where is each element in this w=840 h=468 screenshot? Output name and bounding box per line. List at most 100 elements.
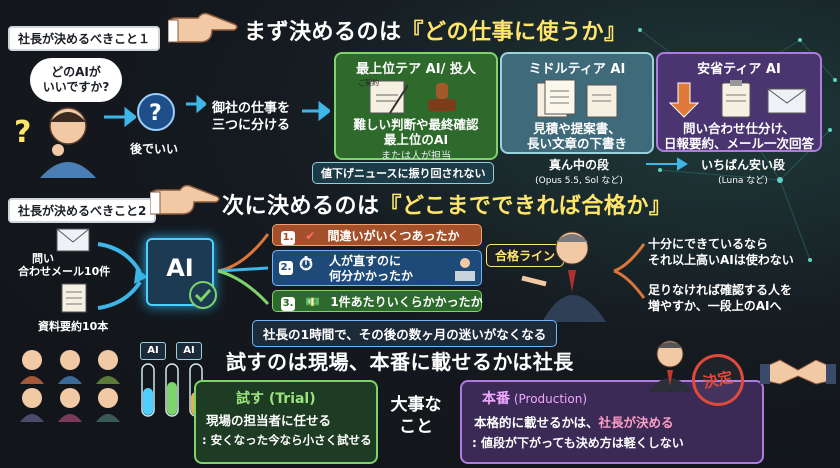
- bubble-line2: いいですか?: [42, 80, 110, 94]
- team-people-icon: [20, 350, 120, 422]
- production-line2: : 値段が下がっても決め方は軽くしない: [472, 436, 684, 450]
- section1-heading-highlight: 『どの仕事に使うか』: [401, 20, 627, 45]
- arrow-right-icon: [646, 157, 688, 171]
- pointing-hand-icon: [150, 184, 220, 215]
- split-line1: 御社の仕事を: [212, 101, 291, 116]
- handshake-icon: [760, 359, 836, 385]
- later-label: 後でいい: [130, 142, 179, 156]
- trial-title: 試す (Trial): [236, 391, 316, 407]
- low-tier-title: 安省ティア AI: [697, 62, 781, 77]
- outcome-1-line2: それ以上高いAIは使わない: [648, 253, 794, 267]
- question-bubble: どのAIが いいですか?: [30, 58, 122, 102]
- trial-box: 試す (Trial) 現場の担当者に任せる : 安くなった今なら小さく試せる: [194, 380, 378, 464]
- mid-caption: 真ん中の段 (Opus 5.5, Sol など): [524, 156, 634, 186]
- production-line1-prefix: 本格的に載せるかは、: [474, 415, 599, 430]
- mail-icon: [56, 228, 90, 252]
- presenter-person-icon: [521, 231, 606, 322]
- tube-ai-label-2: AI: [176, 342, 202, 360]
- section1-heading-prefix: まず決めるのは: [244, 20, 402, 45]
- input1-line1: 問い: [32, 252, 54, 265]
- outcome-2: 足りなければ確認する人を 増やすか、一段上のAIへ: [648, 282, 792, 314]
- criterion-2-number: 2.: [279, 261, 293, 275]
- outcome-1: 十分にできているなら それ以上高いAIは使わない: [648, 236, 794, 268]
- criterion-1: 1. ✔ 間違いがいくつあったか: [272, 224, 482, 246]
- input1-label: 問い 合わせメール10件: [18, 252, 110, 278]
- criterion-1-text: 間違いがいくつあったか: [327, 229, 460, 243]
- arrow-right-icon: [104, 106, 136, 128]
- arrow-right-icon: [302, 100, 330, 122]
- low-caption: いちばん安い段 (Luna など): [688, 156, 798, 186]
- contract-and-stamp-icon: [369, 80, 456, 114]
- important-label: 大事な こと: [386, 394, 446, 438]
- important-line2: こと: [399, 417, 433, 437]
- production-title-sub: (Production): [510, 392, 588, 406]
- check-circle-icon: [189, 281, 217, 309]
- summary-pill: 社長の1時間で、その後の数ヶ月の迷いがなくなる: [252, 320, 558, 347]
- criterion-2-line1: 人が直すのに: [329, 254, 402, 268]
- laptop-worker-icon: [455, 258, 475, 281]
- production-line1: 本格的に載せるかは、社長が決める: [474, 412, 674, 431]
- top-tier-small: または人が担当: [381, 151, 451, 162]
- tube-ai-label-1: AI: [140, 342, 166, 360]
- outcome-1-line1: 十分にできているなら: [648, 237, 769, 251]
- document-icon: [61, 283, 87, 313]
- section3-heading: 試すのは現場、本番に載せるかは社長: [226, 350, 574, 374]
- contract-paper-label: ご契約: [358, 79, 379, 87]
- production-box: 本番 (Production) 本格的に載せるかは、社長が決める : 値段が下が…: [460, 380, 764, 464]
- production-line1-highlight: 社長が決める: [598, 415, 674, 430]
- top-tier-card: 最上位テア AI/ 投人 ご契約 難しい判断や最終確認 最上位のAI または人が…: [334, 52, 498, 162]
- production-title-main: 本番: [482, 391, 510, 407]
- input2-label: 資料要約10本: [38, 320, 109, 333]
- low-tier-body1: 問い合わせ仕分け、: [683, 121, 795, 136]
- stopwatch-icon: ⏱: [299, 254, 314, 275]
- ceo-person-icon: [648, 340, 692, 392]
- outcome-2-line1: 足りなければ確認する人を: [648, 283, 793, 297]
- check-mark-icon: ✔: [305, 229, 316, 243]
- mid-caption-main: 真ん中の段: [548, 158, 609, 172]
- news-pill: 値下げニュースに振り回されない: [312, 162, 495, 184]
- bubble-line1: どのAIが: [51, 65, 101, 79]
- split-text: 御社の仕事を 三つに分ける: [212, 100, 290, 134]
- criterion-3-text: 1件あたりいくらかかったか: [330, 295, 483, 309]
- merge-arrows-icon: [97, 242, 148, 310]
- branch-arrows-icon: [217, 233, 270, 306]
- mid-tier-body2: 長い文章の下書き: [526, 136, 627, 151]
- mid-tier-body1: 見積や提案書、: [533, 121, 621, 136]
- top-tier-body1: 難しい判断や最終確認: [353, 117, 479, 132]
- criterion-1-number: 1.: [281, 231, 295, 245]
- top-tier-title: 最上位テア AI/ 投人: [356, 62, 476, 77]
- trial-line2: : 安くなった今なら小さく試せる: [202, 433, 372, 447]
- section2-heading-prefix: 次に決めるのは: [222, 194, 380, 219]
- svg-text:?: ?: [149, 101, 162, 126]
- trial-line1: 現場の担当者に任せる: [206, 413, 332, 428]
- section1-tag: 社長が決めるべきこと１: [8, 26, 161, 51]
- criterion-2: 2. ⏱ 人が直すのに 何分かかったか: [272, 250, 482, 286]
- low-caption-small: (Luna など): [718, 176, 768, 186]
- low-tier-body2: 日報要約、メール一次回答: [664, 136, 815, 151]
- criterion-3: 3. 💵 1件あたりいくらかかったか: [272, 290, 483, 312]
- section2-tag: 社長が決めるべきこと2: [8, 198, 157, 223]
- fork-arrows-icon: [613, 243, 646, 299]
- section2-heading: 次に決めるのは『どこまでできれば合格か』: [222, 188, 671, 220]
- pass-line-badge: 合格ライン: [486, 244, 565, 267]
- low-tier-card: 安省ティア AI 問い合わせ仕分け、 日報要約、メール一次回答: [656, 52, 822, 152]
- important-line1: 大事な: [390, 395, 442, 415]
- arrow-right-icon: [186, 94, 206, 114]
- production-title: 本番 (Production): [482, 388, 587, 408]
- question-circle-icon: ?: [137, 93, 175, 131]
- money-icon: 💵: [305, 295, 321, 309]
- sort-clipboard-mail-icon: [668, 80, 807, 118]
- pointing-hand-icon: [168, 12, 238, 43]
- criterion-2-line2: 何分かかったか: [329, 269, 414, 283]
- criterion-3-number: 3.: [281, 297, 295, 311]
- thinking-person-icon: ?: [14, 107, 96, 178]
- low-caption-main: いちばん安い段: [700, 158, 785, 172]
- section2-heading-highlight: 『どこまでできれば合格か』: [379, 194, 672, 219]
- svg-text:?: ?: [14, 115, 31, 150]
- input1-line2: 合わせメール10件: [18, 265, 111, 278]
- section1-heading: まず決めるのは『どの仕事に使うか』: [244, 14, 627, 46]
- top-tier-body2: 最上位のAI: [383, 132, 449, 147]
- split-line2: 三つに分ける: [212, 118, 291, 133]
- outcome-2-line2: 増やすか、一段上のAIへ: [648, 299, 782, 313]
